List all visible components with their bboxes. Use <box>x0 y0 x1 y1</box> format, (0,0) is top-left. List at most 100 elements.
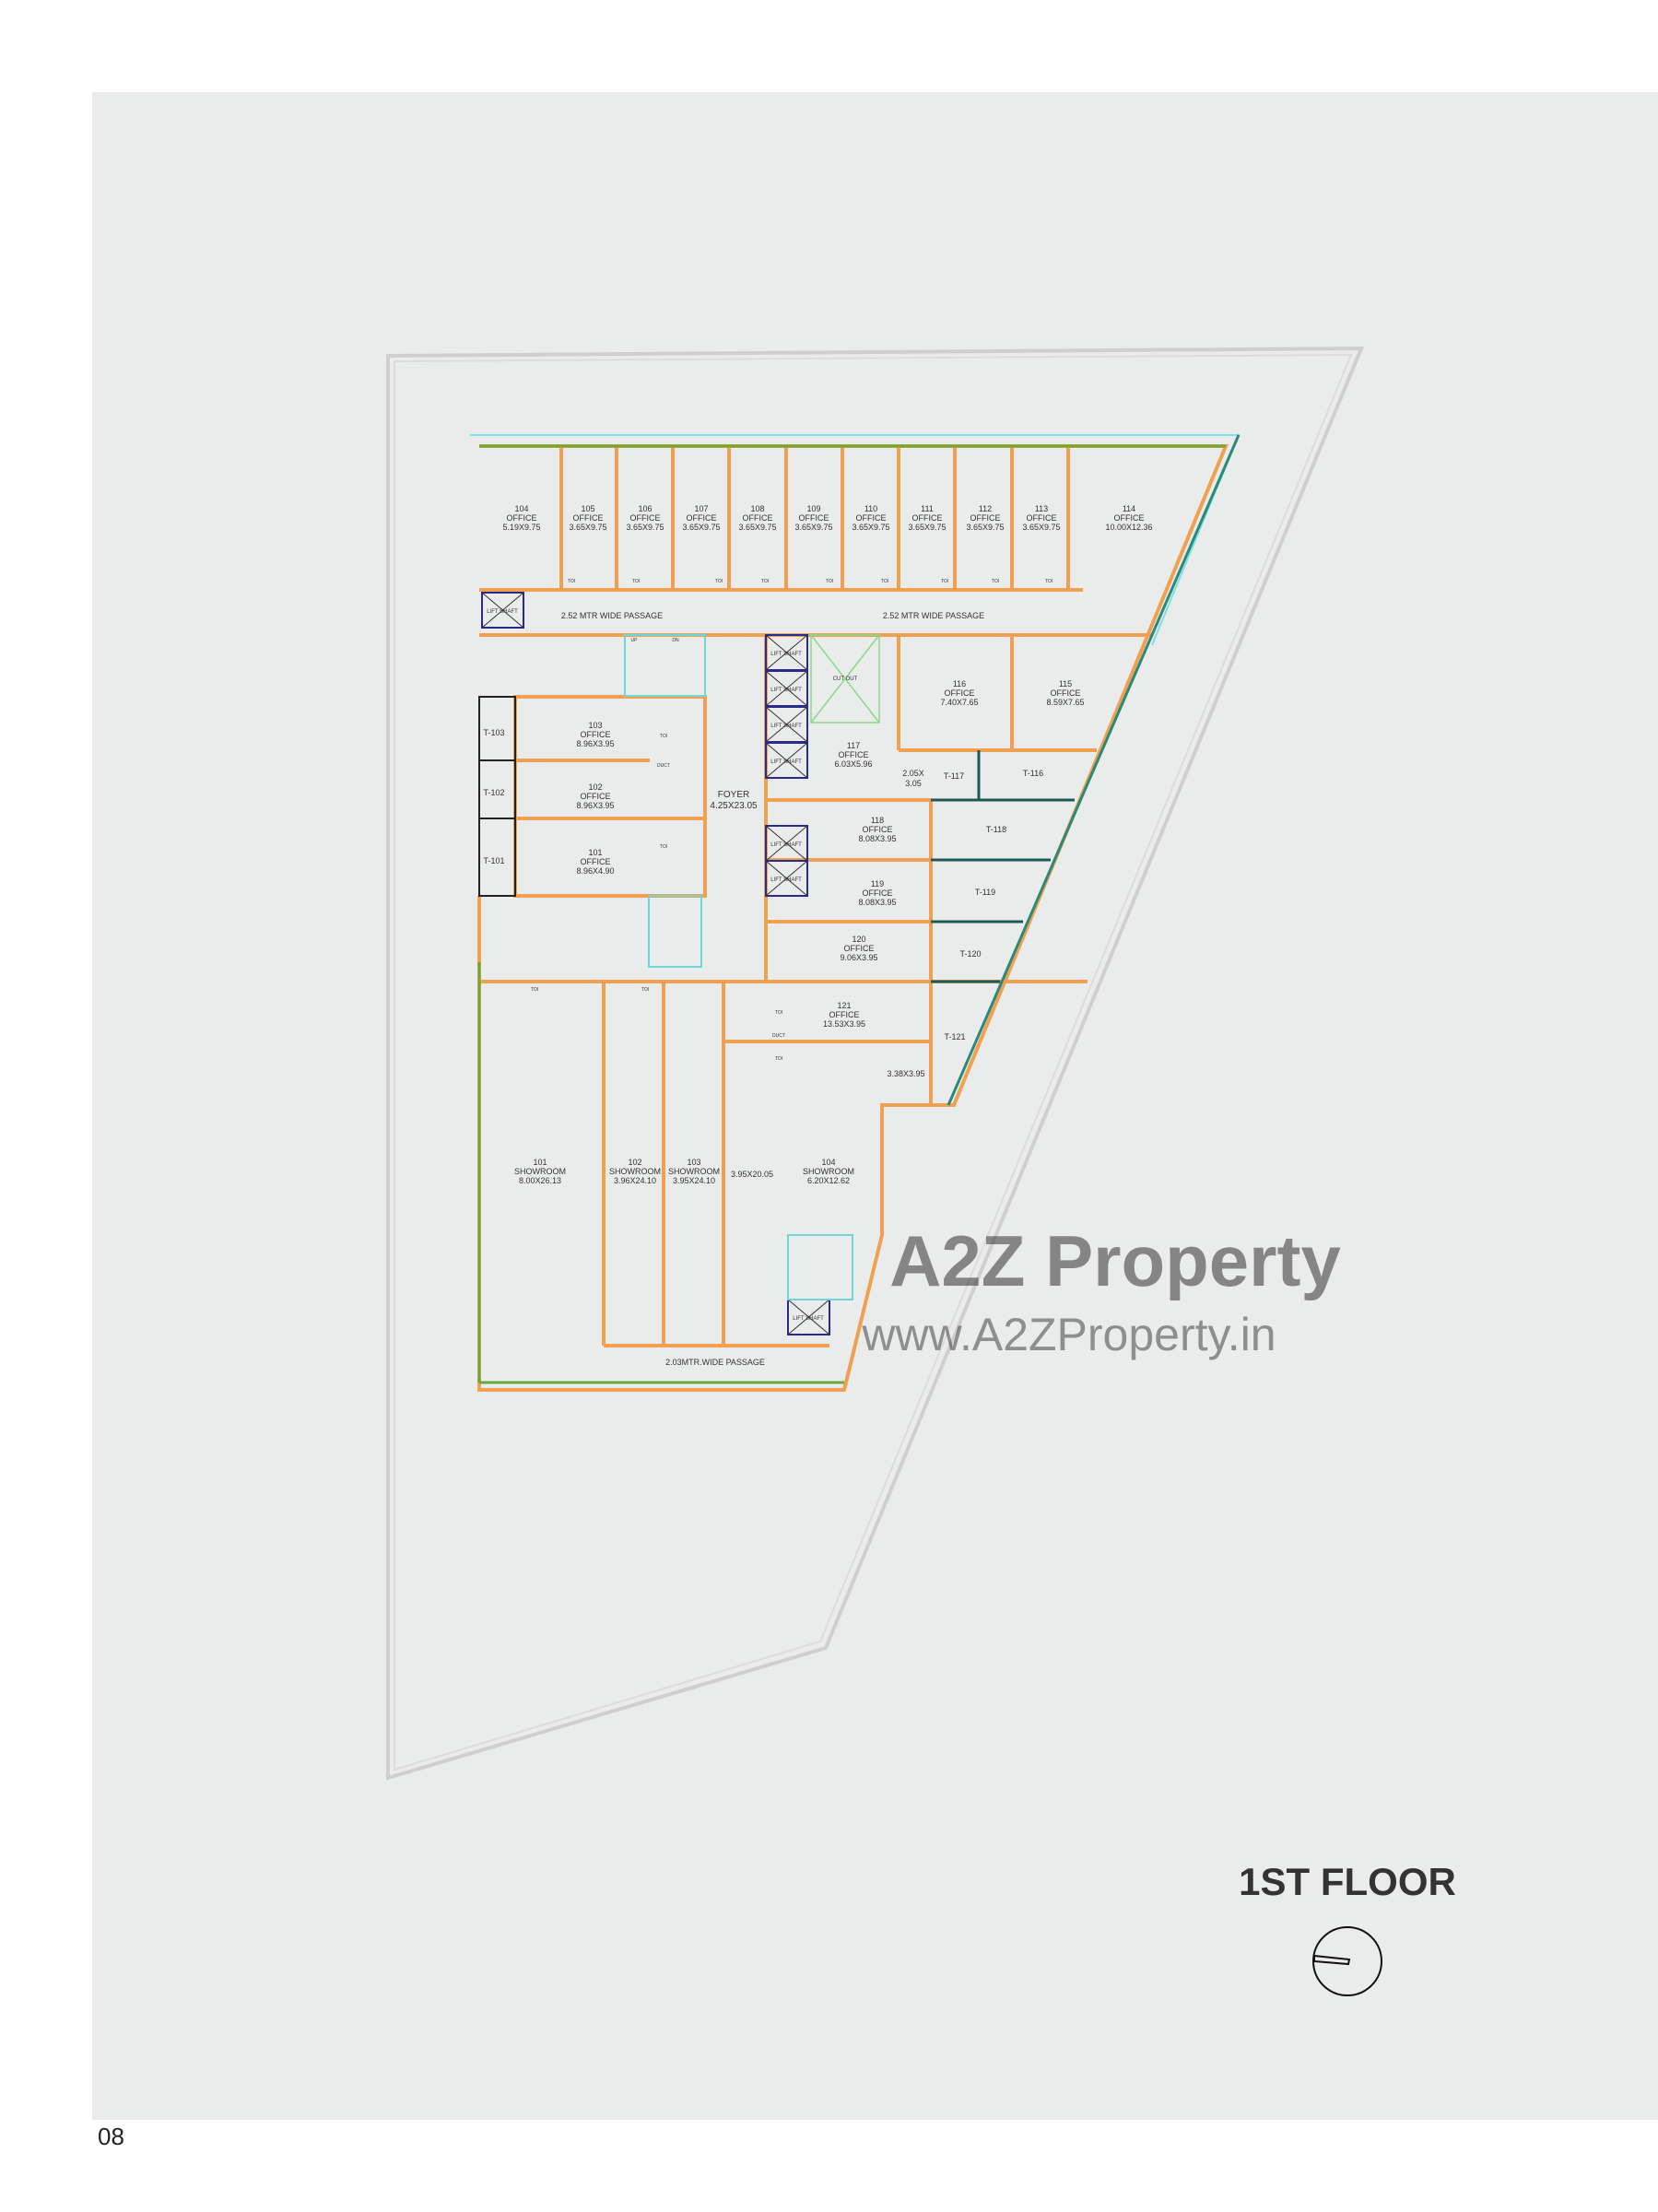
toilet-label: TOI <box>775 1010 782 1016</box>
staircase <box>624 634 853 1300</box>
room-dimension: 3.65X9.75 <box>794 523 832 532</box>
room-type: OFFICE <box>1027 513 1057 523</box>
room-dimension: 3.95X24.10 <box>673 1176 715 1185</box>
room-number: 117 <box>847 741 860 750</box>
cut-out-label: CUT OUT <box>833 677 858 682</box>
toilet-label: TOI <box>992 579 999 584</box>
room-type: OFFICE <box>839 750 869 759</box>
room-type: OFFICE <box>912 513 943 523</box>
room-number: 101 <box>588 848 602 857</box>
passage-label: 2.03MTR.WIDE PASSAGE <box>665 1358 765 1367</box>
foyer-label: FOYER <box>718 790 749 800</box>
toilet-label: TOI <box>568 579 575 584</box>
room-type: OFFICE <box>1114 513 1145 523</box>
room-number: 104 <box>821 1158 835 1167</box>
labels: 104OFFICE5.19X9.75105OFFICE3.65X9.75106O… <box>483 504 1152 1367</box>
room-number: 114 <box>1123 504 1135 513</box>
room-number: 101 <box>533 1158 547 1167</box>
room-type: OFFICE <box>856 513 887 523</box>
terrace-label: T-117 <box>944 771 964 781</box>
room-number: 104 <box>514 504 528 513</box>
room-type: OFFICE <box>581 792 611 801</box>
room-type: OFFICE <box>581 857 611 866</box>
toilet-label: TOI <box>881 579 888 584</box>
lift-shaft-label: LIFT SHAFT <box>770 652 802 657</box>
room-number: 103 <box>687 1158 700 1167</box>
room-dimension: 3.96X24.10 <box>614 1176 656 1185</box>
room-dimension: 3.65X9.75 <box>738 523 776 532</box>
toilet-label: TOI <box>660 844 667 850</box>
passage-label: 2.52 MTR WIDE PASSAGE <box>561 611 663 620</box>
room-number: 120 <box>852 935 865 944</box>
room-number: 115 <box>1059 679 1072 688</box>
room-dimension: 9.06X3.95 <box>840 953 877 962</box>
room-number: 103 <box>588 721 602 730</box>
toilet-label: TOI <box>715 579 723 584</box>
room-type: SHOWROOM <box>514 1167 566 1176</box>
room-dimension: 3.65X9.75 <box>966 523 1004 532</box>
room-dimension: 5.19X9.75 <box>502 523 540 532</box>
room-number: 107 <box>694 504 708 513</box>
watermark-url: www.A2ZProperty.in <box>861 1309 1276 1360</box>
room-dimension: 7.40X7.65 <box>940 698 978 707</box>
room-number: 113 <box>1035 504 1048 513</box>
room-dimension: 8.59X7.65 <box>1046 698 1084 707</box>
room-dimension: 3.65X9.75 <box>569 523 606 532</box>
north-arrow-icon <box>1312 1926 1382 1996</box>
watermark-logo: A2Z Property <box>889 1220 1341 1301</box>
duct-label: DUCT <box>657 763 670 769</box>
site-boundary <box>386 346 1364 1781</box>
lift-shaft-label: LIFT SHAFT <box>793 1316 824 1322</box>
terrace-dividers <box>931 750 1075 983</box>
room-number: 111 <box>921 504 934 513</box>
room-type: OFFICE <box>687 513 717 523</box>
room-dimension: 8.08X3.95 <box>858 834 896 843</box>
terrace-label: T-121 <box>944 1032 965 1041</box>
room-type: SHOWROOM <box>803 1167 854 1176</box>
room-type: OFFICE <box>799 513 829 523</box>
lift-shaft-label: LIFT SHAFT <box>487 609 518 615</box>
room-number: 102 <box>588 782 602 792</box>
toilet-label: TOI <box>826 579 833 584</box>
room-type: OFFICE <box>970 513 1001 523</box>
terrace-label: T-116 <box>1023 769 1043 778</box>
room-type: OFFICE <box>863 825 893 834</box>
room-type: OFFICE <box>829 1010 860 1019</box>
room-dimension: 3.65X9.75 <box>1022 523 1060 532</box>
dimension-label: 3.05 <box>905 779 922 788</box>
room-dimension: 8.00X26.13 <box>519 1176 561 1185</box>
room-type: OFFICE <box>863 888 893 898</box>
room-number: 118 <box>871 816 884 825</box>
building-walls <box>477 444 1229 1392</box>
drawing-panel <box>92 92 1658 2120</box>
room-dimension: 8.96X3.95 <box>576 739 614 748</box>
duct-label: DUCT <box>772 1033 785 1039</box>
toilet-label: TOI <box>632 579 640 584</box>
room-dimension: 8.96X3.95 <box>576 801 614 810</box>
room-number: 105 <box>581 504 594 513</box>
room-dimension: 8.08X3.95 <box>858 898 896 907</box>
lift-shaft-icon <box>481 592 524 629</box>
passage-label: 2.52 MTR WIDE PASSAGE <box>883 611 984 620</box>
stair-label: UP <box>631 638 639 643</box>
toilet-label: TOI <box>1045 579 1052 584</box>
terrace-left <box>478 696 516 897</box>
room-type: OFFICE <box>945 688 975 698</box>
room-number: 116 <box>953 679 966 688</box>
room-type: OFFICE <box>1051 688 1081 698</box>
lift-shaft-label: LIFT SHAFT <box>770 877 802 883</box>
room-dimension: 3.65X9.75 <box>908 523 946 532</box>
toilet-label: TOI <box>641 987 649 993</box>
room-number: 109 <box>806 504 820 513</box>
page-number: 08 <box>98 2123 124 2150</box>
dimension-label: 3.95X20.05 <box>731 1170 773 1179</box>
toilet-label: TOI <box>531 987 538 993</box>
room-number: 119 <box>871 879 884 888</box>
lift-shaft-icon <box>765 742 808 779</box>
dimension-label: 2.05X <box>902 769 924 778</box>
glazing <box>477 444 1226 1384</box>
lift-shaft-label: LIFT SHAFT <box>770 759 802 765</box>
terrace-label: T-118 <box>986 825 1006 834</box>
floor-title: 1ST FLOOR <box>1239 1860 1456 1903</box>
